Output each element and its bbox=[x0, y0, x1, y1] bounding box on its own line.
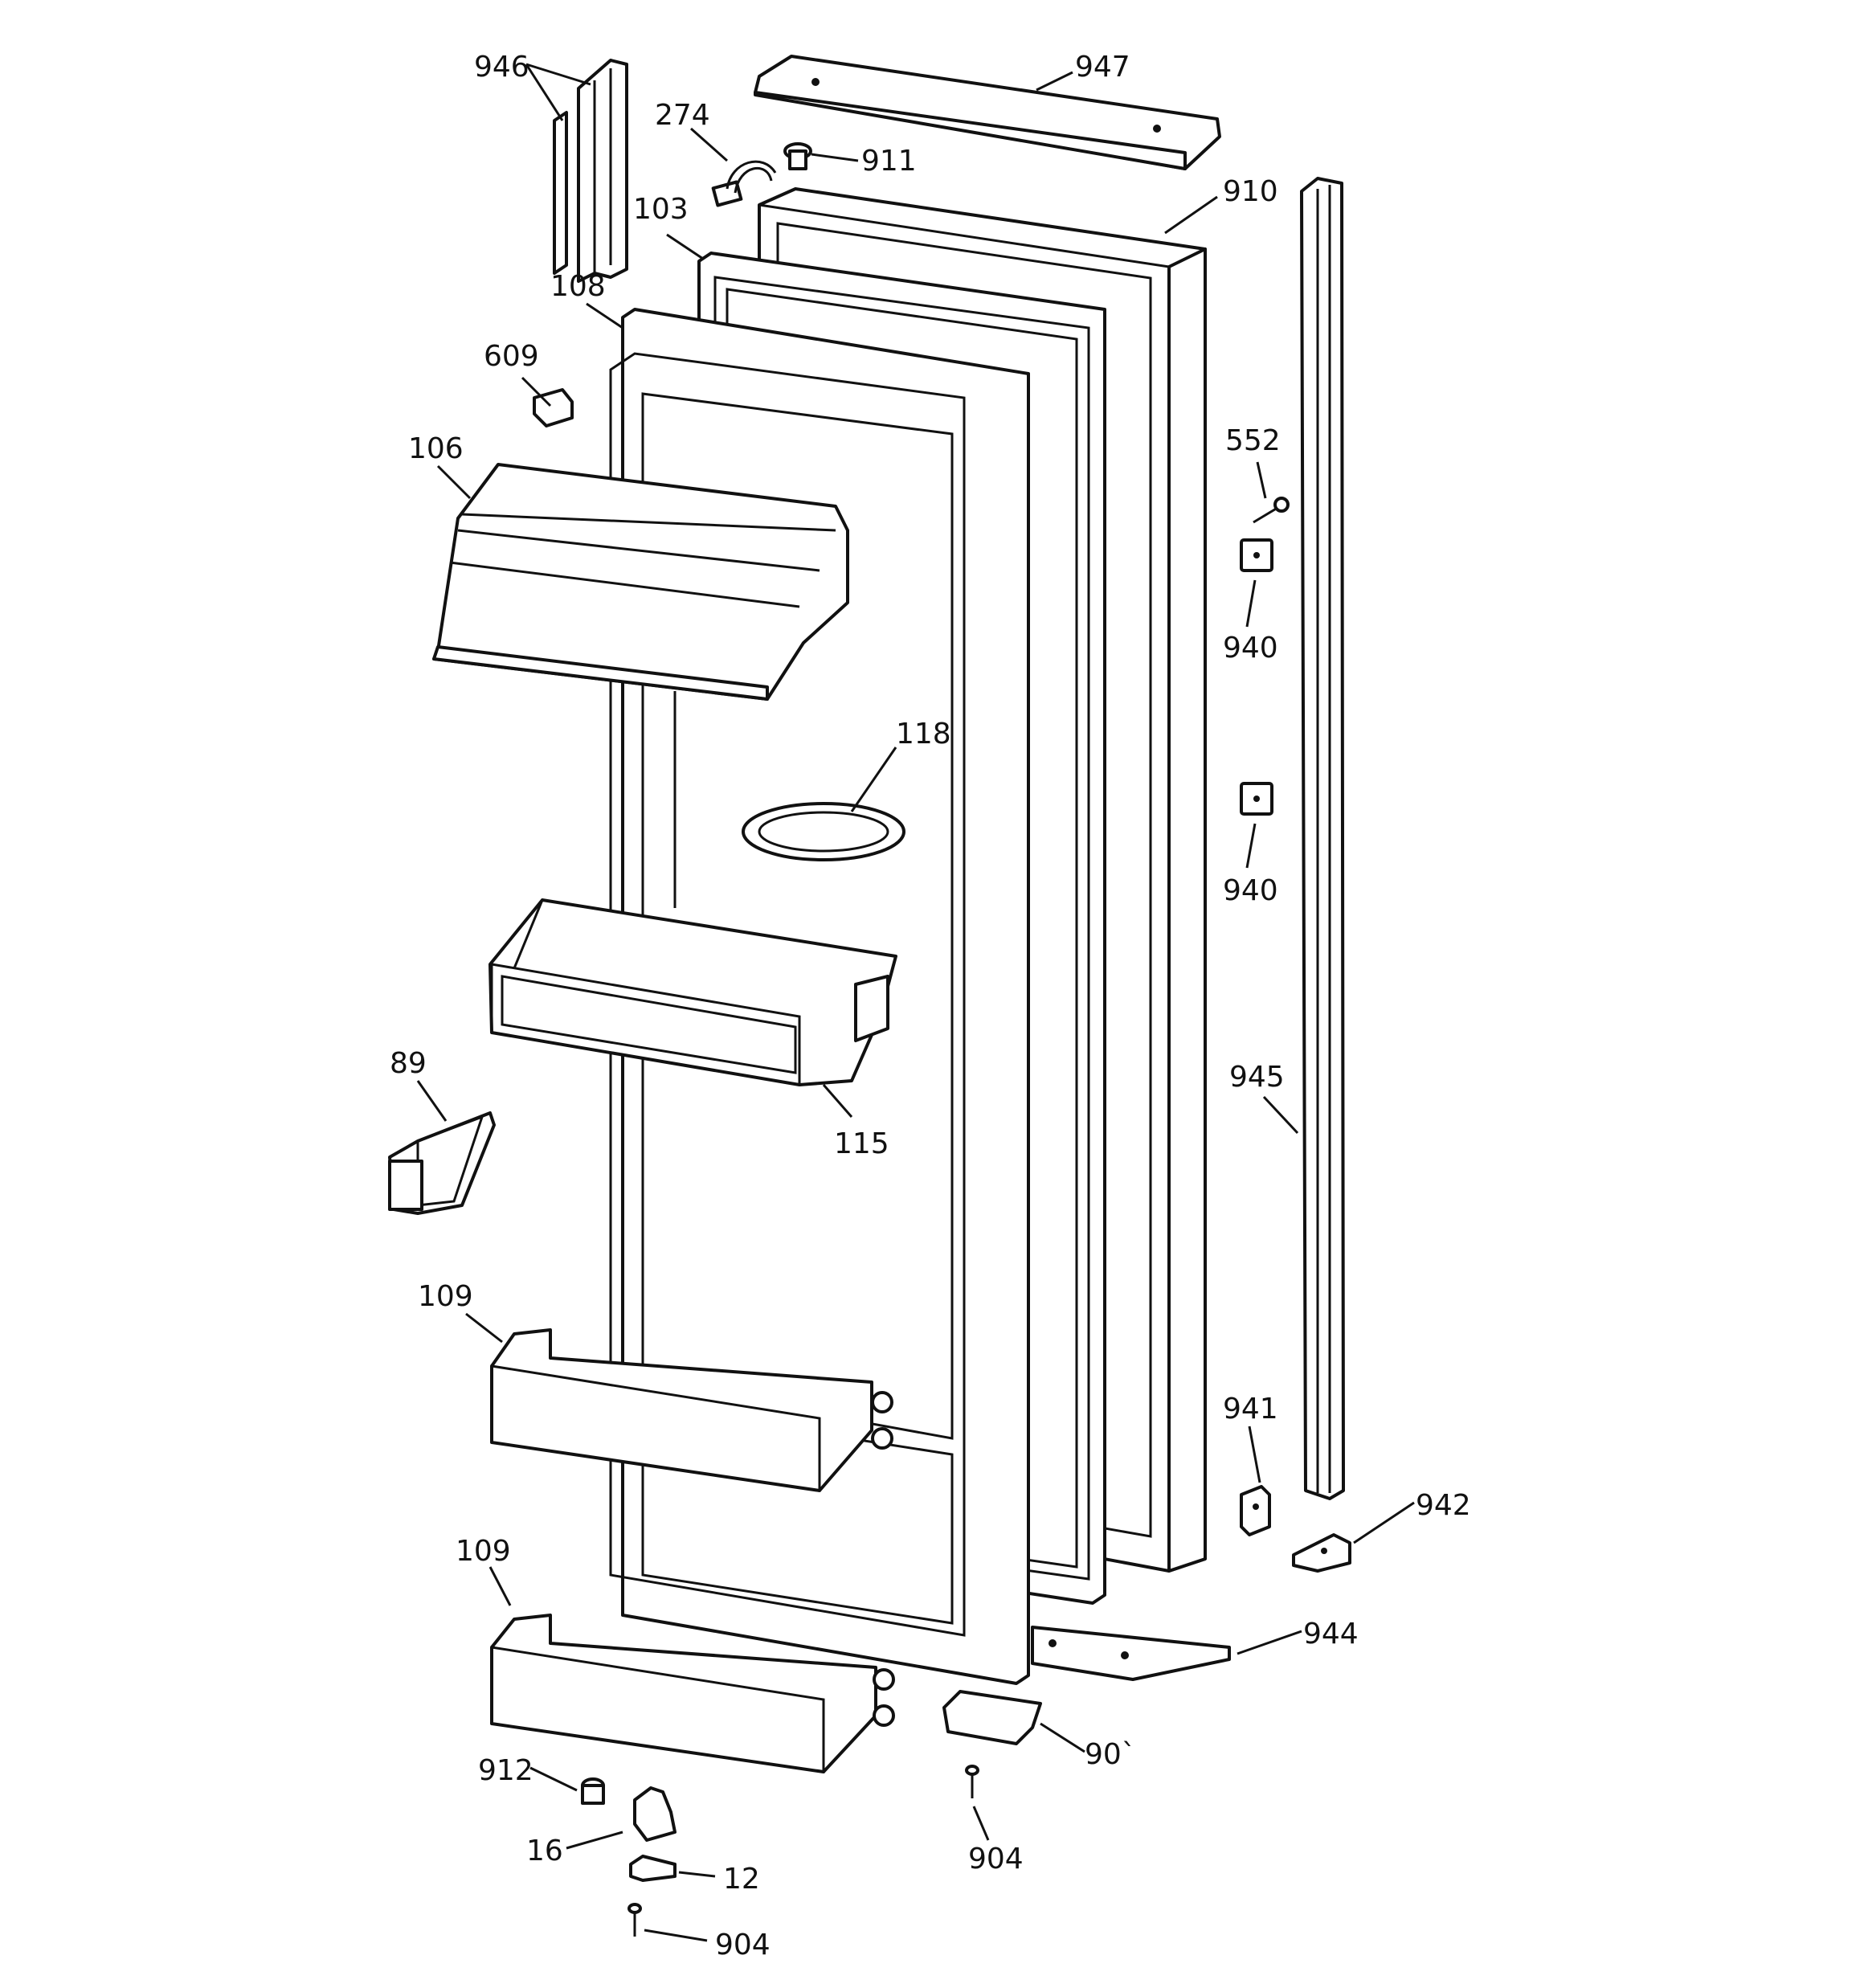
callout-16: 16 bbox=[526, 1835, 563, 1867]
callout-552: 552 bbox=[1225, 424, 1281, 457]
callout-109-upper: 109 bbox=[418, 1280, 473, 1313]
leader-lines bbox=[416, 63, 1415, 1942]
callout-940-lower: 940 bbox=[1223, 874, 1278, 907]
callout-609: 609 bbox=[484, 340, 539, 373]
part-115-door-bin bbox=[488, 898, 897, 1086]
callout-103: 103 bbox=[633, 193, 689, 226]
part-16-hinge bbox=[633, 1786, 677, 1842]
callout-12: 12 bbox=[723, 1863, 760, 1896]
part-90-hinge-cover bbox=[942, 1690, 1042, 1745]
part-109-shelf-lower bbox=[490, 1614, 895, 1773]
part-109-shelf-upper bbox=[490, 1328, 893, 1492]
callout-944: 944 bbox=[1303, 1618, 1359, 1651]
callout-945: 945 bbox=[1229, 1061, 1285, 1094]
callout-904-bottom: 904 bbox=[715, 1929, 771, 1961]
part-944-bottom-strip bbox=[1031, 1626, 1231, 1681]
part-106-dairy-bin bbox=[432, 463, 849, 701]
callout-912: 912 bbox=[478, 1754, 533, 1787]
part-946-trim-strips bbox=[553, 59, 628, 283]
callout-109-lower: 109 bbox=[456, 1535, 511, 1568]
part-945-handle-rail bbox=[1300, 177, 1345, 1500]
part-552-screw bbox=[1253, 497, 1290, 524]
part-274-wire-harness bbox=[711, 160, 777, 207]
callout-118: 118 bbox=[896, 718, 951, 751]
callout-90: 90` bbox=[1085, 1738, 1136, 1771]
part-941-lower-bracket bbox=[1240, 1485, 1271, 1536]
callout-940-upper: 940 bbox=[1223, 632, 1278, 665]
callout-910: 910 bbox=[1223, 175, 1278, 208]
callout-labels: 946 947 274 911 910 103 108 609 106 552 … bbox=[390, 51, 1471, 1961]
callout-106: 106 bbox=[408, 432, 464, 465]
callout-274: 274 bbox=[655, 99, 710, 132]
part-947-top-cap bbox=[754, 55, 1221, 170]
callout-89: 89 bbox=[390, 1047, 427, 1080]
part-912-cap bbox=[581, 1777, 605, 1805]
part-942-hinge-plate bbox=[1292, 1533, 1351, 1573]
part-904-screw-a bbox=[965, 1765, 979, 1798]
part-89-light-cover bbox=[388, 1111, 496, 1215]
part-12-hinge-plate bbox=[629, 1855, 677, 1882]
callout-946: 946 bbox=[474, 51, 529, 84]
callout-941: 941 bbox=[1223, 1393, 1278, 1426]
callout-942: 942 bbox=[1416, 1489, 1471, 1522]
callout-904-right: 904 bbox=[968, 1843, 1024, 1876]
part-904-screw-b bbox=[627, 1903, 642, 1937]
callout-115: 115 bbox=[834, 1127, 889, 1160]
part-911-plug bbox=[783, 142, 812, 170]
callout-911: 911 bbox=[861, 145, 917, 178]
part-118-oval-tray bbox=[742, 802, 905, 861]
part-940-bracket-upper bbox=[1240, 538, 1273, 572]
part-940-bracket-lower bbox=[1240, 782, 1273, 816]
callout-947: 947 bbox=[1075, 51, 1130, 84]
callout-108: 108 bbox=[550, 270, 606, 303]
